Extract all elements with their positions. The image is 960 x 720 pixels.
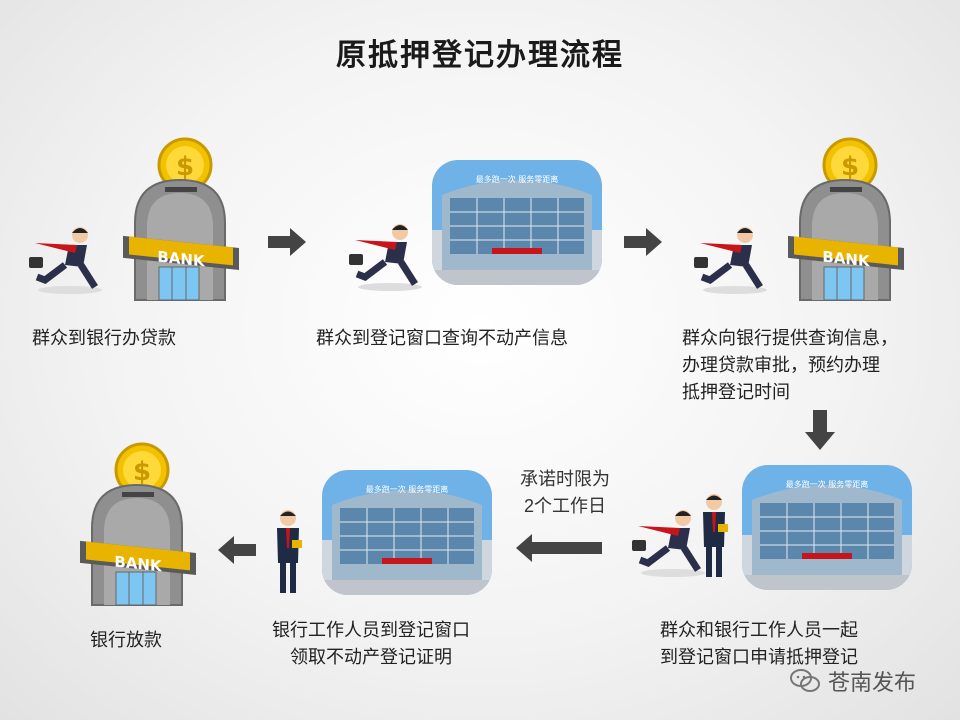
running-person-illustration (349, 224, 422, 291)
arrow-left-icon (218, 536, 256, 564)
arrow-right-icon (624, 228, 662, 256)
coin-symbol: $ (841, 152, 859, 182)
step-5-line: 银行工作人员到登记窗口 (272, 620, 470, 641)
step-3-line: 抵押登记时间 (682, 382, 790, 403)
step-4-text: 群众和银行工作人员一起 到登记窗口申请抵押登记 (660, 617, 858, 671)
bank-staff-illustration (277, 510, 302, 593)
step-4-line: 群众和银行工作人员一起 (660, 620, 858, 641)
bank-sign: BANK (822, 247, 871, 270)
step-3-text: 群众向银行提供查询信息， 办理贷款审批，预约办理 抵押登记时间 (682, 325, 898, 406)
page-title: 原抵押登记办理流程 (336, 38, 624, 73)
watermark-text: 苍南发布 (828, 671, 917, 696)
registration-building-illustration: 最多跑一次 服务零距离 (322, 470, 492, 595)
step-3-line: 办理贷款审批，预约办理 (682, 355, 880, 376)
bank-sign: BANK (114, 552, 163, 575)
coin-symbol: $ (176, 152, 194, 182)
step-1-text: 群众到银行办贷款 (32, 325, 176, 352)
bank-staff-illustration (703, 494, 728, 577)
time-limit-note: 承诺时限为 2个工作日 (490, 466, 640, 520)
step-3-line: 群众向银行提供查询信息， (682, 328, 898, 349)
arrow-down-icon (805, 410, 835, 450)
running-person-illustration (29, 227, 102, 294)
bank-illustration: $ BANK (788, 137, 904, 301)
step-1-line: 群众到银行办贷款 (32, 328, 176, 349)
building-banner: 最多跑一次 服务零距离 (366, 484, 449, 494)
note-line: 2个工作日 (523, 496, 606, 516)
building-banner: 最多跑一次 服务零距离 (786, 479, 869, 489)
watermark: 苍南发布 (790, 665, 916, 697)
registration-building-illustration: 最多跑一次 服务零距离 (432, 160, 602, 285)
bank-sign: BANK (157, 247, 206, 270)
step-2-text: 群众到登记窗口查询不动产信息 (316, 325, 568, 352)
step-2-line: 群众到登记窗口查询不动产信息 (316, 328, 568, 349)
coin-symbol: $ (133, 457, 151, 487)
step-5-text: 银行工作人员到登记窗口 领取不动产登记证明 (272, 617, 470, 671)
step-6-text: 银行放款 (90, 627, 162, 654)
step-6-line: 银行放款 (90, 630, 162, 651)
step-5-line: 领取不动产登记证明 (290, 647, 452, 668)
bank-illustration: $ BANK (80, 442, 196, 606)
running-person-illustration (632, 510, 705, 577)
step-4-line: 到登记窗口申请抵押登记 (660, 647, 858, 668)
arrow-left-icon (516, 534, 602, 562)
note-line: 承诺时限为 (520, 469, 610, 489)
bank-illustration: $ BANK (123, 137, 239, 301)
registration-building-illustration: 最多跑一次 服务零距离 (742, 465, 912, 590)
arrow-right-icon (268, 228, 306, 256)
wechat-icon (790, 669, 820, 692)
running-person-illustration (694, 227, 767, 294)
building-banner: 最多跑一次 服务零距离 (476, 174, 559, 184)
